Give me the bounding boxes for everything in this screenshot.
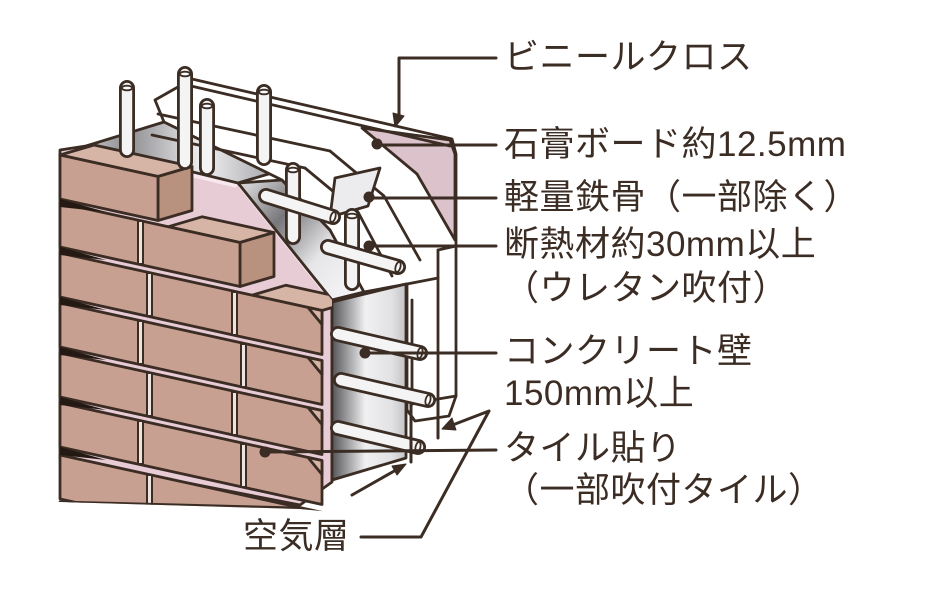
gypsum-board-edge: [328, 149, 422, 262]
pointer-dot-tile: [259, 446, 271, 458]
air-gap-ticks: [409, 399, 440, 464]
leader-air-layer: [359, 409, 491, 539]
leader-lines: [266, 56, 498, 539]
rebar-rod: [256, 84, 272, 166]
rebar-rod: [320, 239, 406, 275]
rebar-rod: [177, 66, 193, 170]
label-tile-line1: タイル貼り: [504, 429, 682, 468]
label-insulation-line2: （ウレタン吹付）: [504, 269, 789, 308]
arrowhead-air-upper: [441, 417, 457, 431]
label-concrete-line1: コンクリート壁: [504, 332, 753, 371]
vinyl-sheet-edge: [189, 84, 452, 148]
rebar-rod: [119, 80, 135, 158]
tile-bricks: [58, 143, 332, 512]
pointer-dots: [259, 138, 383, 458]
leader-tile: [266, 448, 498, 454]
rebar-rods-horizontal: [258, 188, 436, 455]
label-tile-line2: （一部吹付タイル）: [504, 471, 824, 510]
arrowhead-air-lower: [391, 463, 407, 476]
arrowhead-vinyl: [392, 112, 405, 128]
label-insulation-line1: 断熱材約30mm以上: [504, 225, 817, 264]
pointer-dot-insulation: [363, 240, 375, 252]
label-vinyl-cloth: ビニールクロス: [504, 38, 753, 77]
leader-vinyl-cloth: [397, 56, 498, 121]
leader-air-layer-2: [350, 468, 398, 497]
steel-frame-piece: [328, 166, 382, 219]
label-air-layer: 空気層: [243, 517, 350, 556]
pointer-dot-steel: [363, 191, 375, 203]
arrowheads: [391, 112, 457, 476]
label-gypsum-board: 石膏ボード約12.5mm: [504, 125, 847, 164]
rebar-rod: [333, 372, 436, 408]
rebar-rod: [258, 188, 341, 225]
rebar-rod: [199, 98, 215, 176]
pointer-dot-concrete: [359, 347, 371, 359]
label-steel-frame: 軽量鉄骨（一部除く）: [504, 178, 860, 217]
brick-gap-shadows: [60, 199, 106, 460]
label-concrete-line2: 150mm以上: [504, 374, 695, 413]
pointer-dot-gypsum: [371, 138, 383, 150]
